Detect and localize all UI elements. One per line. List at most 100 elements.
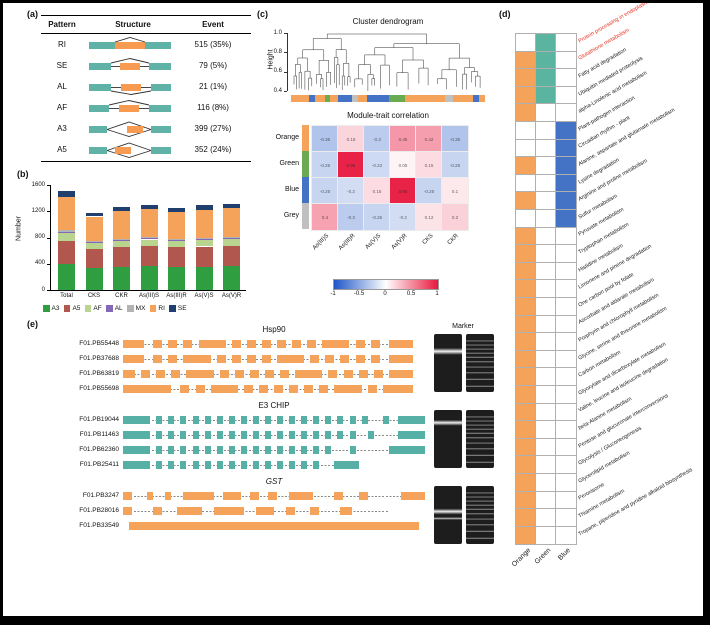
module-band-segment (405, 95, 445, 102)
bar-segment-A5 (223, 245, 240, 266)
y-tick (47, 185, 50, 186)
exon-block (180, 431, 187, 439)
bar-segment-AF (85, 243, 103, 250)
table-rule-header (41, 33, 251, 34)
heatmap-title: Module-trait correlation (347, 111, 429, 120)
intron-line (123, 419, 425, 421)
bar-segment-SE (140, 204, 158, 210)
bar-segment-SE (58, 191, 75, 197)
heatmap-cell: 0.18 (337, 125, 365, 153)
bar-segment-SE (195, 205, 213, 210)
heatmap-row-label: Orange (275, 134, 299, 141)
bar-segment-A5 (58, 240, 75, 264)
bar-segment-AL (58, 231, 75, 234)
exon-block (325, 431, 332, 439)
structure-diagram-A3 (89, 121, 171, 137)
exon-block (277, 340, 287, 348)
pathway-cell (535, 525, 557, 546)
bar-segment-MX (140, 237, 158, 239)
x-tick-label: As(III)S (138, 293, 159, 299)
isoform-id: F01.PB19044 (79, 416, 119, 423)
heatmap-col-label: CKR (447, 233, 461, 247)
event-cell: 352 (24%) (194, 145, 232, 154)
panel-a-label: (a) (27, 9, 38, 19)
exon-block (325, 416, 332, 424)
exon-block (204, 416, 211, 424)
exon-block (168, 446, 175, 454)
legend-label: MX (135, 305, 146, 312)
pathway-cell (555, 525, 577, 546)
gene-title: Hsp90 (262, 325, 286, 334)
heatmap-cell: 0.45 (389, 125, 417, 153)
cell-value: 0.1 (451, 188, 459, 194)
heatmap-cell: 0.15 (363, 177, 391, 205)
heatmap-cell: 0.15 (415, 151, 443, 179)
exon-block (355, 355, 365, 363)
bar-segment-MX (113, 238, 130, 240)
exon-block (192, 416, 199, 424)
heatmap-cell: 0.4 (311, 203, 339, 231)
exon-block (313, 416, 320, 424)
exon-block (370, 340, 380, 348)
module-band-segment (358, 95, 367, 102)
module-band-segment (338, 95, 352, 102)
exon-block (274, 385, 284, 393)
exon-block (388, 370, 413, 378)
exon-block (246, 355, 256, 363)
exon-block (264, 370, 274, 378)
dendro-tick-label: 0.6 (273, 68, 282, 75)
exon-block (123, 446, 151, 454)
exon-block (156, 416, 163, 424)
scale-gradient (333, 279, 439, 290)
exon-block (168, 461, 175, 469)
scale-tick-label: 0.5 (406, 291, 416, 297)
cell-value: 0.05 (398, 162, 408, 168)
cell-value: -0.35 (449, 136, 461, 142)
heatmap-col-label: As(III)S (311, 233, 331, 252)
heatmap-cell: -0.35 (441, 125, 469, 153)
isoform-id: F01.PB33549 (79, 522, 119, 529)
heatmap-cell: 0.05 (389, 151, 417, 179)
panel-e-label: (e) (27, 319, 38, 329)
exon-block (180, 461, 187, 469)
x-tick-label: CKR (115, 293, 128, 299)
bar-segment-AF (113, 240, 130, 248)
exon-block (123, 355, 145, 363)
dendro-tick-label: 0.8 (273, 48, 282, 55)
module-band-segment (352, 95, 358, 102)
bar-segment-A3 (195, 266, 213, 290)
exon-block (204, 461, 211, 469)
exon-block (168, 431, 175, 439)
exon-block (304, 385, 314, 393)
x-tick-label: As(V)S (194, 293, 214, 299)
exon-block (358, 492, 368, 500)
exon-block (319, 385, 329, 393)
exon-block (277, 416, 283, 424)
scale-tick-label: -1 (330, 291, 336, 297)
exon-block (261, 355, 271, 363)
dendro-tick (284, 91, 287, 92)
x-tick-label: As(III)R (166, 293, 187, 299)
cell-value: 0.18 (346, 136, 356, 142)
cell-value: -0.3 (373, 136, 381, 142)
exon-block (325, 355, 335, 363)
structure-cell (89, 79, 177, 95)
legend-swatch (169, 305, 176, 312)
bar-segment-SE (223, 203, 240, 209)
bar-segment-AF (195, 239, 213, 247)
exon-block (240, 446, 247, 454)
exon-block (292, 340, 302, 348)
module-band-segment (330, 95, 338, 102)
exon-block (277, 431, 283, 439)
structure-diagram-AL (89, 84, 171, 95)
heatmap-cell: -0.35 (311, 125, 339, 153)
exon-block (171, 370, 181, 378)
cell-value: 0.95 (346, 162, 356, 168)
exon-block (222, 492, 241, 500)
module-band-segment (309, 95, 315, 102)
exon-block (141, 370, 151, 378)
dendrogram-title: Cluster dendrogram (352, 17, 424, 26)
pathway-label: Glutathione metabolism (577, 27, 631, 62)
module-band-segment (291, 95, 309, 102)
